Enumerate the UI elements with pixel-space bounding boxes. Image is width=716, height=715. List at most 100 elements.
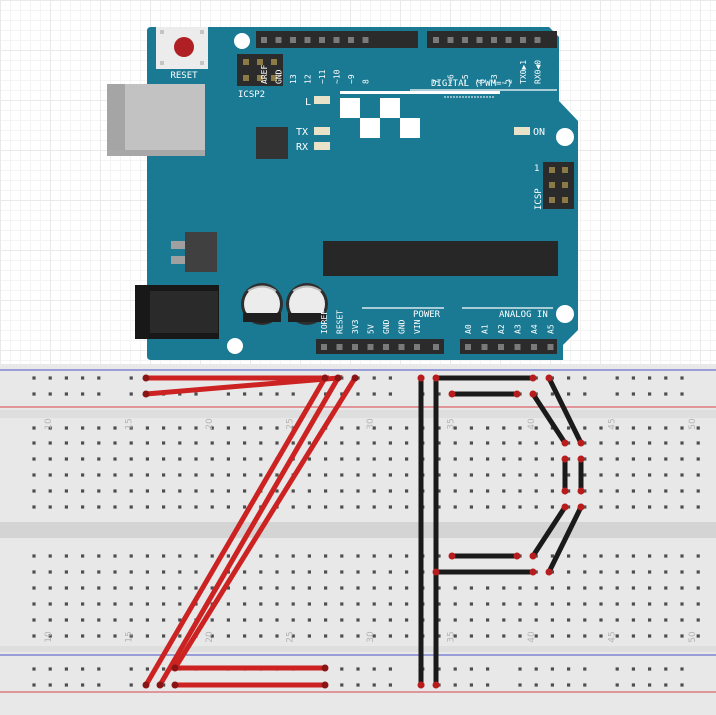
breadboard-hole bbox=[32, 554, 36, 558]
breadboard-hole bbox=[32, 441, 36, 445]
breadboard-hole bbox=[113, 441, 117, 445]
breadboard-hole bbox=[372, 473, 376, 477]
breadboard-hole bbox=[356, 392, 360, 396]
breadboard-hole bbox=[567, 554, 571, 558]
header-pin bbox=[352, 344, 358, 350]
breadboard-hole bbox=[259, 426, 263, 430]
pin-label: 2 bbox=[505, 79, 514, 84]
breadboard-hole bbox=[194, 554, 198, 558]
breadboard-hole bbox=[567, 667, 571, 671]
breadboard-hole bbox=[226, 392, 230, 396]
breadboard-hole bbox=[680, 602, 684, 606]
breadboard-hole bbox=[388, 441, 392, 445]
breadboard-hole bbox=[129, 634, 133, 638]
breadboard-hole bbox=[81, 505, 85, 509]
breadboard-hole bbox=[583, 505, 587, 509]
breadboard-hole bbox=[599, 618, 603, 622]
breadboard-hole bbox=[631, 473, 635, 477]
breadboard-hole bbox=[113, 426, 117, 430]
breadboard-hole bbox=[324, 505, 328, 509]
breadboard-hole bbox=[64, 618, 68, 622]
breadboard-hole bbox=[97, 457, 101, 461]
breadboard-hole bbox=[648, 554, 652, 558]
wires bbox=[142, 374, 585, 689]
breadboard-hole bbox=[680, 554, 684, 558]
breadboard-hole bbox=[486, 426, 490, 430]
breadboard-hole bbox=[340, 505, 344, 509]
pin-label: RX0◀0 bbox=[534, 60, 543, 84]
breadboard-hole bbox=[340, 392, 344, 396]
breadboard-hole bbox=[696, 586, 700, 590]
breadboard-hole bbox=[486, 586, 490, 590]
wire-black-5[interactable] bbox=[530, 391, 568, 446]
breadboard-hole bbox=[194, 473, 198, 477]
breadboard-hole bbox=[145, 489, 149, 493]
breadboard-hole bbox=[129, 618, 133, 622]
header-pin bbox=[321, 344, 327, 350]
header-pin bbox=[498, 344, 504, 350]
breadboard-hole bbox=[48, 426, 52, 430]
breadboard-hole bbox=[324, 634, 328, 638]
led-rx bbox=[314, 142, 330, 150]
breadboard-hole bbox=[550, 489, 554, 493]
breadboard-hole bbox=[486, 441, 490, 445]
breadboard-hole bbox=[243, 634, 247, 638]
breadboard-hole bbox=[567, 505, 571, 509]
breadboard-hole bbox=[226, 505, 230, 509]
breadboard-hole bbox=[469, 618, 473, 622]
breadboard-hole bbox=[388, 376, 392, 380]
breadboard-hole bbox=[145, 441, 149, 445]
breadboard-hole bbox=[567, 602, 571, 606]
breadboard-hole bbox=[81, 457, 85, 461]
pin-label: 13 bbox=[289, 74, 298, 84]
breadboard-hole bbox=[129, 489, 133, 493]
breadboard-hole bbox=[680, 634, 684, 638]
breadboard-hole bbox=[696, 618, 700, 622]
breadboard-hole bbox=[696, 489, 700, 493]
breadboard-hole bbox=[388, 570, 392, 574]
column-number: 30 bbox=[366, 418, 376, 430]
breadboard-hole bbox=[486, 634, 490, 638]
breadboard-hole bbox=[129, 426, 133, 430]
breadboard-hole bbox=[356, 457, 360, 461]
header-pin bbox=[348, 37, 354, 43]
led-on-label: ON bbox=[533, 127, 545, 138]
breadboard-hole bbox=[210, 554, 214, 558]
wire-black-10[interactable] bbox=[546, 504, 584, 575]
reset-button[interactable] bbox=[174, 37, 194, 57]
breadboard-hole bbox=[550, 602, 554, 606]
header-pin bbox=[367, 344, 374, 350]
breadboard-hole bbox=[664, 570, 668, 574]
breadboard-hole bbox=[162, 489, 166, 493]
breadboard-hole bbox=[210, 441, 214, 445]
breadboard-hole bbox=[502, 441, 506, 445]
breadboard-hole bbox=[145, 473, 149, 477]
breadboard-hole bbox=[680, 570, 684, 574]
breadboard-hole bbox=[583, 489, 587, 493]
breadboard-hole bbox=[48, 618, 52, 622]
breadboard-hole bbox=[648, 505, 652, 509]
breadboard-hole bbox=[615, 554, 619, 558]
breadboard-hole bbox=[145, 586, 149, 590]
header-pin bbox=[465, 344, 471, 350]
breadboard-hole bbox=[243, 602, 247, 606]
breadboard-hole bbox=[226, 602, 230, 606]
breadboard-hole bbox=[340, 554, 344, 558]
breadboard-hole bbox=[550, 683, 554, 687]
breadboard-hole bbox=[583, 586, 587, 590]
breadboard-hole bbox=[615, 441, 619, 445]
breadboard-hole bbox=[469, 683, 473, 687]
breadboard-hole bbox=[324, 473, 328, 477]
column-number: 15 bbox=[125, 631, 135, 642]
column-number: 35 bbox=[447, 631, 457, 642]
breadboard-hole bbox=[437, 426, 441, 430]
wire-black-6[interactable] bbox=[546, 375, 584, 446]
breadboard-hole bbox=[453, 457, 457, 461]
breadboard-hole bbox=[437, 473, 441, 477]
breadboard-hole bbox=[64, 376, 68, 380]
breadboard-hole bbox=[64, 602, 68, 606]
breadboard-hole bbox=[437, 441, 441, 445]
breadboard-hole bbox=[64, 457, 68, 461]
breadboard-hole bbox=[356, 667, 360, 671]
wire-black-9[interactable] bbox=[530, 504, 568, 559]
